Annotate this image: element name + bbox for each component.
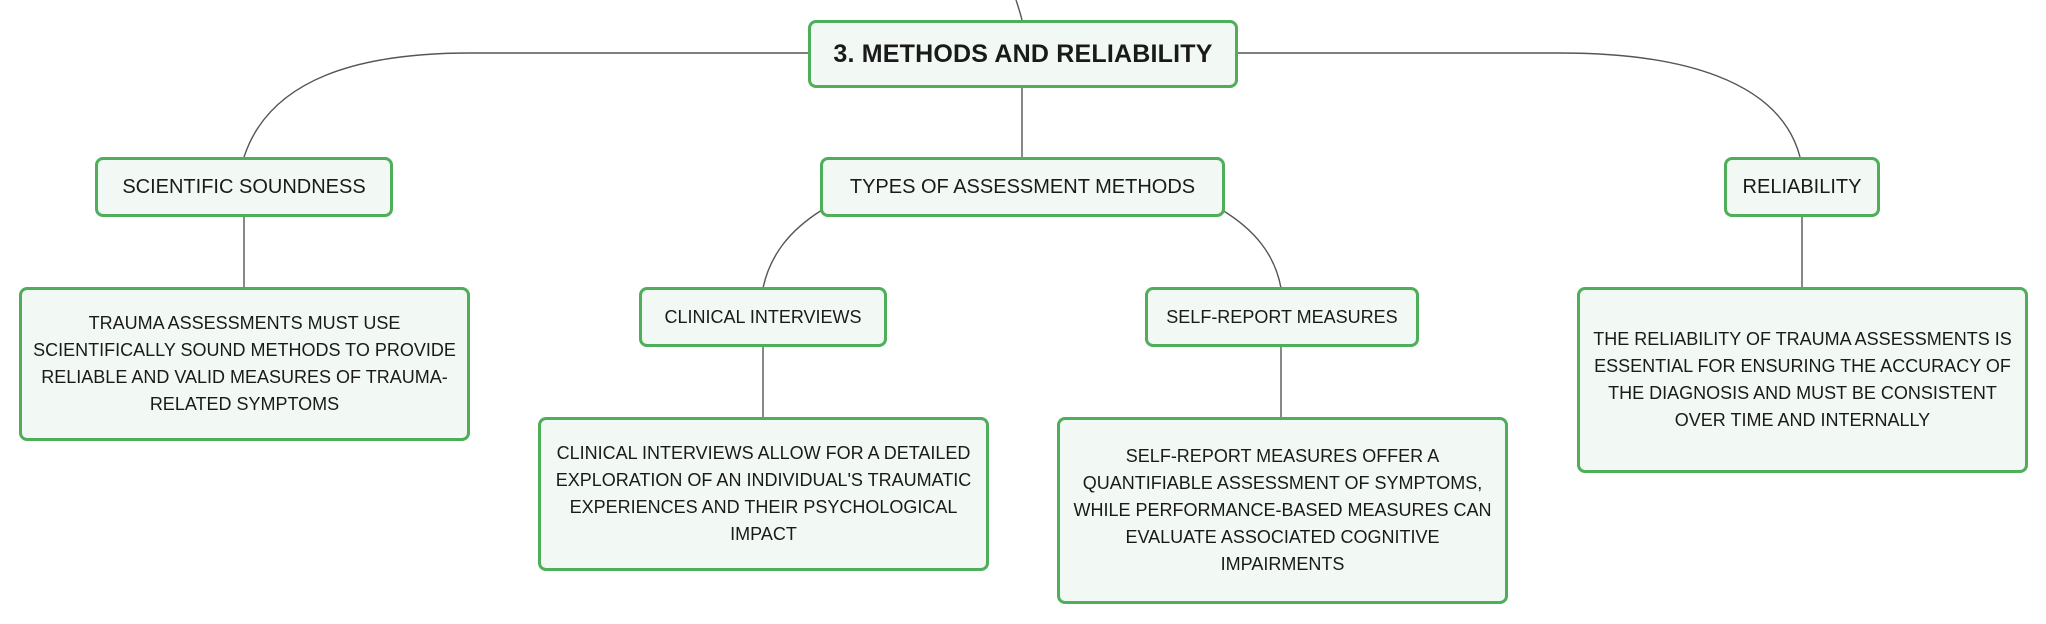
self-report-detail-text: SELF-REPORT MEASURES OFFER A QUANTIFIABL…: [1073, 446, 1492, 574]
connector-root-to-scientific-soundness: [243, 52, 810, 158]
clinical-interviews-topic[interactable]: CLINICAL INTERVIEWS: [639, 287, 887, 347]
reliability-detail[interactable]: THE RELIABILITY OF TRAUMA ASSESSMENTS IS…: [1577, 287, 2028, 473]
scientific-soundness-label: SCIENTIFIC SOUNDNESS: [122, 175, 366, 198]
assessment-methods-topic[interactable]: TYPES OF ASSESSMENT METHODS: [820, 157, 1225, 217]
clinical-interviews-label: CLINICAL INTERVIEWS: [664, 306, 862, 327]
connector-assessment-to-self-report: [1221, 209, 1282, 289]
self-report-label: SELF-REPORT MEASURES: [1166, 306, 1398, 327]
scientific-soundness-detail-text: TRAUMA ASSESSMENTS MUST USE SCIENTIFICAL…: [33, 313, 456, 414]
clinical-interviews-detail[interactable]: CLINICAL INTERVIEWS ALLOW FOR A DETAILED…: [538, 417, 989, 571]
connector-assessment-to-clinical-interviews: [762, 209, 823, 289]
scientific-soundness-topic[interactable]: SCIENTIFIC SOUNDNESS: [95, 157, 393, 217]
reliability-label: RELIABILITY: [1742, 175, 1862, 198]
connector-root-to-reliability: [1236, 52, 1801, 158]
reliability-topic[interactable]: RELIABILITY: [1724, 157, 1880, 217]
root-topic-label: 3. METHODS AND RELIABILITY: [833, 39, 1213, 68]
reliability-detail-text: THE RELIABILITY OF TRAUMA ASSESSMENTS IS…: [1593, 329, 2012, 430]
connector-incoming: [1015, 0, 1023, 21]
clinical-interviews-detail-text: CLINICAL INTERVIEWS ALLOW FOR A DETAILED…: [555, 443, 972, 544]
assessment-methods-label: TYPES OF ASSESSMENT METHODS: [849, 175, 1196, 198]
self-report-detail[interactable]: SELF-REPORT MEASURES OFFER A QUANTIFIABL…: [1057, 417, 1508, 604]
self-report-topic[interactable]: SELF-REPORT MEASURES: [1145, 287, 1419, 347]
scientific-soundness-detail[interactable]: TRAUMA ASSESSMENTS MUST USE SCIENTIFICAL…: [19, 287, 470, 441]
root-topic[interactable]: 3. METHODS AND RELIABILITY: [808, 20, 1238, 88]
